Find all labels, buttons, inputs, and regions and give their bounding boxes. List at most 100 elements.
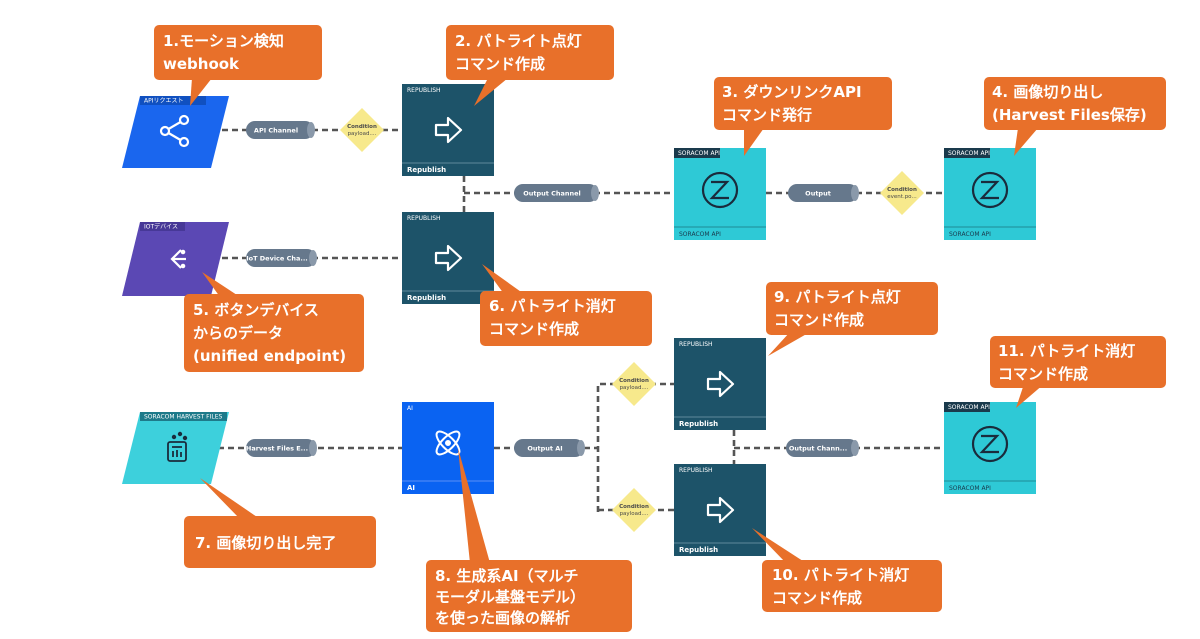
channel-api-label: API Channel xyxy=(254,127,298,135)
callout-10: 10. パトライト消灯 コマンド作成 xyxy=(752,528,942,612)
files-icon xyxy=(167,431,188,462)
ai-label: AI xyxy=(407,484,415,492)
callout-1: 1.モーション検知 webhook xyxy=(154,25,322,106)
condition-4[interactable]: Condition payload.... xyxy=(612,488,656,532)
callout-1-line-1: 1.モーション検知 xyxy=(163,32,284,50)
channel-output-3[interactable]: Output Chann... xyxy=(786,439,859,457)
share-icon xyxy=(159,114,190,148)
callout-10-line-1: 10. パトライト消灯 xyxy=(772,566,909,584)
harvest-source-node[interactable]: SORACOM HARVEST FILES xyxy=(122,412,229,484)
soracom-api-node-3[interactable]: SORACOM API SORACOM API xyxy=(944,402,1036,494)
api-source-title: APIリクエスト xyxy=(144,98,184,105)
callout-4-line-2: (Harvest Files保存) xyxy=(992,106,1147,124)
callout-9-line-2: コマンド作成 xyxy=(774,311,864,329)
channel-output-ai-label: Output AI xyxy=(527,445,562,453)
callout-11: 11. パトライト消灯 コマンド作成 xyxy=(990,336,1166,408)
callout-8-line-1: 8. 生成系AI（マルチ xyxy=(435,567,579,585)
callout-7-line-1: 7. 画像切り出し完了 xyxy=(195,534,336,552)
condition-1[interactable]: Condition payload.... xyxy=(340,108,384,152)
condition-3-text: payload.... xyxy=(620,385,649,391)
callout-5: 5. ボタンデバイス からのデータ (unified endpoint) xyxy=(184,272,364,372)
soracom-3-title: SORACOM API xyxy=(948,404,990,411)
republish-2-title: REPUBLISH xyxy=(407,215,441,222)
soracom-api-node-2[interactable]: SORACOM API SORACOM API xyxy=(944,148,1036,240)
condition-2-title: Condition xyxy=(887,187,917,193)
channel-output-2-label: Output xyxy=(805,190,831,198)
channel-harvest[interactable]: Harvest Files E... xyxy=(246,439,317,457)
condition-2[interactable]: Condition event.po... xyxy=(880,171,924,215)
channel-output-ai[interactable]: Output AI xyxy=(514,439,585,457)
ai-title: AI xyxy=(407,405,413,412)
channel-output-2[interactable]: Output xyxy=(788,184,859,202)
callout-3: 3. ダウンリンクAPI コマンド発行 xyxy=(714,77,892,156)
republish-4-title: REPUBLISH xyxy=(679,467,713,474)
callout-6-line-1: 6. パトライト消灯 xyxy=(489,297,616,315)
callout-5-line-3: (unified endpoint) xyxy=(193,347,346,365)
callout-7: 7. 画像切り出し完了 xyxy=(184,478,376,568)
callout-5-line-2: からのデータ xyxy=(193,324,283,342)
soracom-2-title: SORACOM API xyxy=(948,150,990,157)
republish-3-label: Republish xyxy=(679,420,718,428)
callout-6: 6. パトライト消灯 コマンド作成 xyxy=(480,264,652,346)
republish-1-title: REPUBLISH xyxy=(407,87,441,94)
soracom-logo-icon xyxy=(971,171,1009,209)
soracom-api-node-1[interactable]: SORACOM API SORACOM API xyxy=(674,148,766,240)
callout-8-line-3: を使った画像の解析 xyxy=(435,609,570,627)
callout-11-line-1: 11. パトライト消灯 xyxy=(998,342,1135,360)
harvest-source-title: SORACOM HARVEST FILES xyxy=(144,414,223,421)
callout-4-line-1: 4. 画像切り出し xyxy=(992,83,1103,101)
channel-iot[interactable]: IoT Device Cha... xyxy=(246,249,317,267)
republish-4-label: Republish xyxy=(679,546,718,554)
republish-node-3[interactable]: REPUBLISH Republish xyxy=(674,338,766,430)
callout-11-line-2: コマンド作成 xyxy=(998,365,1088,383)
ai-node[interactable]: AI AI xyxy=(402,402,494,494)
soracom-2-label: SORACOM API xyxy=(949,231,991,238)
republish-node-4[interactable]: REPUBLISH Republish xyxy=(674,464,766,556)
callout-2-line-2: コマンド作成 xyxy=(455,55,545,73)
republish-2-label: Republish xyxy=(407,294,446,302)
condition-3-title: Condition xyxy=(619,378,649,384)
channel-harvest-label: Harvest Files E... xyxy=(246,445,308,453)
callout-2-line-1: 2. パトライト点灯 xyxy=(455,32,582,50)
soracom-logo-icon xyxy=(971,425,1009,463)
republish-arrow-icon xyxy=(434,116,463,144)
channel-iot-label: IoT Device Cha... xyxy=(246,255,308,263)
condition-4-text: payload.... xyxy=(620,511,649,517)
channel-output-3-label: Output Chann... xyxy=(789,445,847,453)
iot-source-title: IOTデバイス xyxy=(144,223,178,231)
callout-8-line-2: モーダル基盤モデル） xyxy=(435,588,585,606)
callout-9-line-1: 9. パトライト点灯 xyxy=(774,288,901,306)
soracom-1-title: SORACOM API xyxy=(678,150,720,157)
callout-5-line-1: 5. ボタンデバイス xyxy=(193,301,319,319)
republish-arrow-icon xyxy=(706,370,735,398)
callout-9: 9. パトライト点灯 コマンド作成 xyxy=(766,282,938,356)
callout-4: 4. 画像切り出し (Harvest Files保存) xyxy=(984,77,1166,156)
callout-2: 2. パトライト点灯 コマンド作成 xyxy=(446,25,614,106)
device-icon xyxy=(170,249,186,269)
republish-3-title: REPUBLISH xyxy=(679,341,713,348)
republish-arrow-icon xyxy=(706,496,735,524)
callout-6-line-2: コマンド作成 xyxy=(489,320,579,338)
republish-1-label: Republish xyxy=(407,166,446,174)
republish-arrow-icon xyxy=(434,244,463,272)
condition-1-text: payload.... xyxy=(348,131,377,137)
channel-api[interactable]: API Channel xyxy=(246,121,315,139)
api-source-node[interactable]: APIリクエスト xyxy=(122,96,229,168)
callout-10-line-2: コマンド作成 xyxy=(772,589,862,607)
callout-1-line-2: webhook xyxy=(163,55,240,73)
channel-output-1[interactable]: Output Channel xyxy=(514,184,599,202)
condition-4-title: Condition xyxy=(619,504,649,510)
republish-node-2[interactable]: REPUBLISH Republish xyxy=(402,212,494,304)
callout-3-line-2: コマンド発行 xyxy=(722,106,812,124)
condition-3[interactable]: Condition payload.... xyxy=(612,362,656,406)
condition-1-title: Condition xyxy=(347,124,377,130)
soracom-1-label: SORACOM API xyxy=(679,231,721,238)
callout-8: 8. 生成系AI（マルチ モーダル基盤モデル） を使った画像の解析 xyxy=(426,448,632,632)
condition-2-text: event.po... xyxy=(887,194,917,200)
soracom-logo-icon xyxy=(701,171,739,209)
channel-output-1-label: Output Channel xyxy=(523,190,581,198)
soracom-3-label: SORACOM API xyxy=(949,485,991,492)
callout-3-line-1: 3. ダウンリンクAPI xyxy=(722,83,862,101)
iot-source-node[interactable]: IOTデバイス xyxy=(122,222,229,296)
